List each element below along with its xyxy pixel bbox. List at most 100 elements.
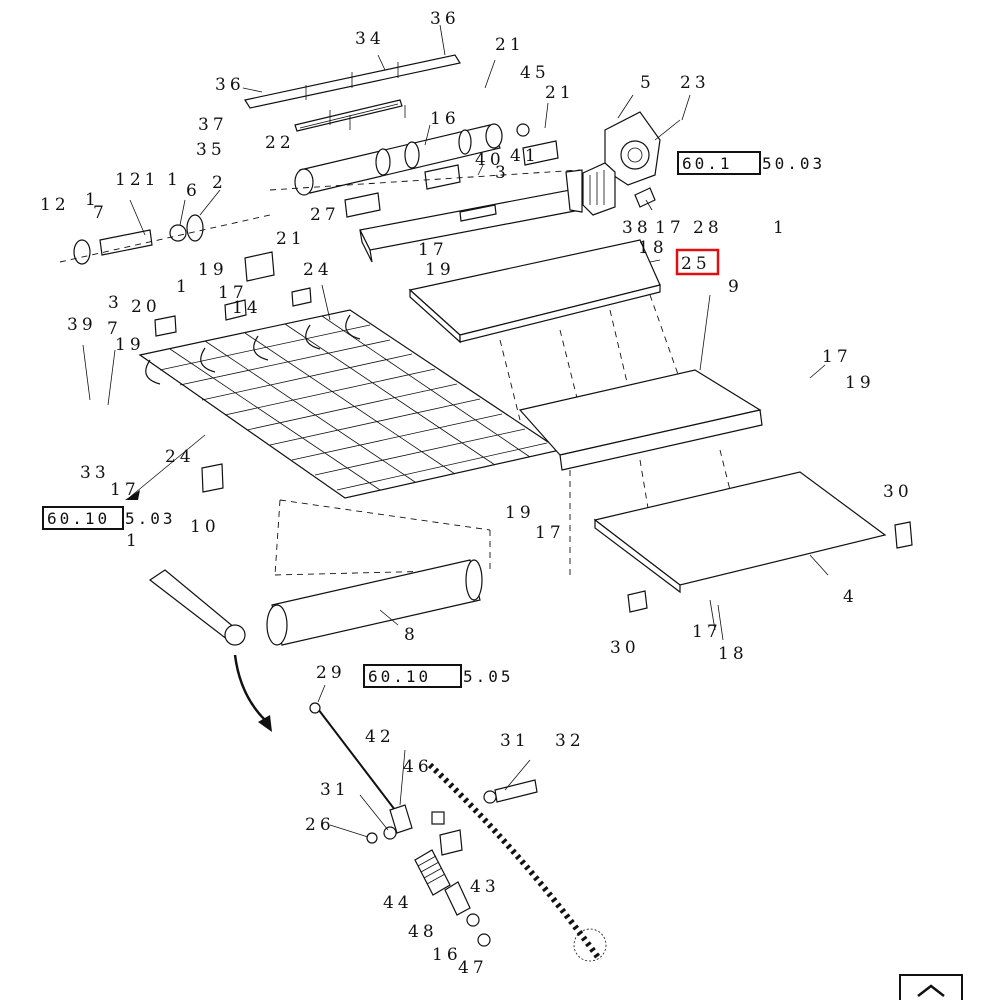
bracket-40 (424, 164, 461, 190)
roller-end-right (465, 559, 483, 601)
label-2: 2 (212, 173, 227, 193)
label-47: 47 (458, 958, 488, 978)
part-28 (634, 187, 656, 208)
label-46: 46 (403, 757, 433, 777)
label-26: 26 (305, 815, 335, 835)
shaft-end-right (485, 123, 503, 149)
label-8: 8 (404, 625, 419, 645)
label-45: 45 (520, 63, 550, 83)
plate-1 (73, 239, 91, 265)
chain-slats (159, 324, 548, 491)
label-29: 29 (316, 663, 346, 683)
plate-43 (439, 829, 463, 856)
label-19-lower-left: 19 (115, 335, 145, 355)
gearbox-5 (604, 111, 681, 186)
left-side-parts (59, 214, 312, 493)
label-7-lower: 7 (107, 319, 122, 339)
panel-4-side (594, 518, 681, 594)
leader-lines (82, 24, 829, 838)
washer-31 (383, 826, 397, 840)
nut-26 (366, 832, 378, 844)
cross-plate-a (459, 204, 497, 222)
clip-20 (154, 315, 177, 337)
top-bolts (305, 62, 406, 130)
bracket-30-lower (627, 590, 648, 613)
label-36-top: 36 (430, 9, 460, 29)
tensioner-detail (309, 702, 607, 962)
ref-boxed-2: 60.10 (47, 509, 110, 528)
ref-box-2 (42, 506, 124, 530)
lever-42 (389, 804, 413, 834)
ref-box-1 (677, 151, 761, 175)
label-24-lower: 24 (165, 447, 195, 467)
label-14: 14 (232, 298, 262, 318)
section-ref-60-105-03[interactable]: 60.10 5.03 (42, 506, 176, 530)
panel-9 (518, 369, 763, 471)
top-shaft-assembly (244, 54, 681, 263)
label-9: 9 (728, 277, 743, 297)
flange-2 (186, 214, 204, 242)
pin-48 (444, 881, 471, 916)
label-40: 40 (475, 150, 505, 170)
section-ref-60-150-03[interactable]: 60.1 50.03 (677, 151, 825, 175)
panel-25-front (459, 284, 661, 343)
cross-member-3 (359, 189, 581, 251)
strip-plate (294, 99, 403, 132)
shaft-collar-3 (458, 129, 472, 155)
label-42: 42 (365, 727, 395, 747)
cross-member-end-right (565, 169, 583, 213)
label-1-left: 1 (85, 190, 100, 210)
label-18-upper: 18 (638, 238, 668, 258)
ref-boxed-1: 60.1 (682, 154, 733, 173)
section-ref-60-105-05[interactable]: 60.10 5.05 (363, 664, 514, 688)
spring-coils (417, 855, 446, 885)
label-19-far-right: 19 (845, 373, 875, 393)
label-27: 27 (310, 205, 340, 225)
label-17-right: 17 (655, 218, 685, 238)
drive-chain (427, 762, 603, 962)
label-25: 25 (681, 254, 711, 274)
leader-arrowhead (125, 490, 140, 500)
label-31-right: 31 (500, 731, 530, 751)
label-20: 20 (131, 297, 161, 317)
label-22: 22 (265, 133, 295, 153)
label-121: 121 (115, 170, 159, 190)
label-35: 35 (196, 140, 226, 160)
arm-hub (224, 624, 246, 646)
clip-14 (224, 299, 247, 321)
label-17-center: 17 (535, 523, 565, 543)
shaft-end-left (294, 168, 314, 196)
sprocket-detail (573, 928, 607, 962)
highlighted-callout-25[interactable]: 25 (675, 248, 720, 276)
chain-grid-24 (138, 309, 562, 499)
label-17-far-right: 17 (822, 347, 852, 367)
label-48: 48 (408, 922, 438, 942)
ref-boxed-3: 60.10 (368, 667, 431, 686)
bolt-32 (494, 779, 538, 803)
label-17-left: 17 (218, 283, 248, 303)
label-7-left: 7 (93, 203, 108, 223)
block-38 (582, 162, 616, 216)
label-33: 33 (80, 463, 110, 483)
spring-44 (414, 849, 451, 896)
home-button[interactable] (899, 974, 963, 1000)
detail-arrowhead (258, 715, 272, 732)
label-21-top: 21 (495, 35, 525, 55)
shaft-collar-1 (375, 148, 391, 176)
rod-end (309, 702, 321, 714)
ref-rest-3: 5.05 (463, 667, 514, 686)
label-43: 43 (470, 877, 500, 897)
arm-1 (148, 569, 236, 641)
label-36-left: 36 (215, 75, 245, 95)
label-39: 39 (67, 315, 97, 335)
top-plate-34 (244, 54, 461, 109)
label-1-far-right: 1 (773, 218, 788, 238)
label-19-center: 19 (505, 503, 535, 523)
rod-29 (314, 704, 396, 811)
part-labels: 36 34 21 45 5 23 36 21 37 16 22 35 40 41… (40, 9, 909, 978)
washer-31b (483, 790, 497, 804)
panel-4-top (593, 471, 887, 586)
spacer-46 (431, 811, 445, 825)
